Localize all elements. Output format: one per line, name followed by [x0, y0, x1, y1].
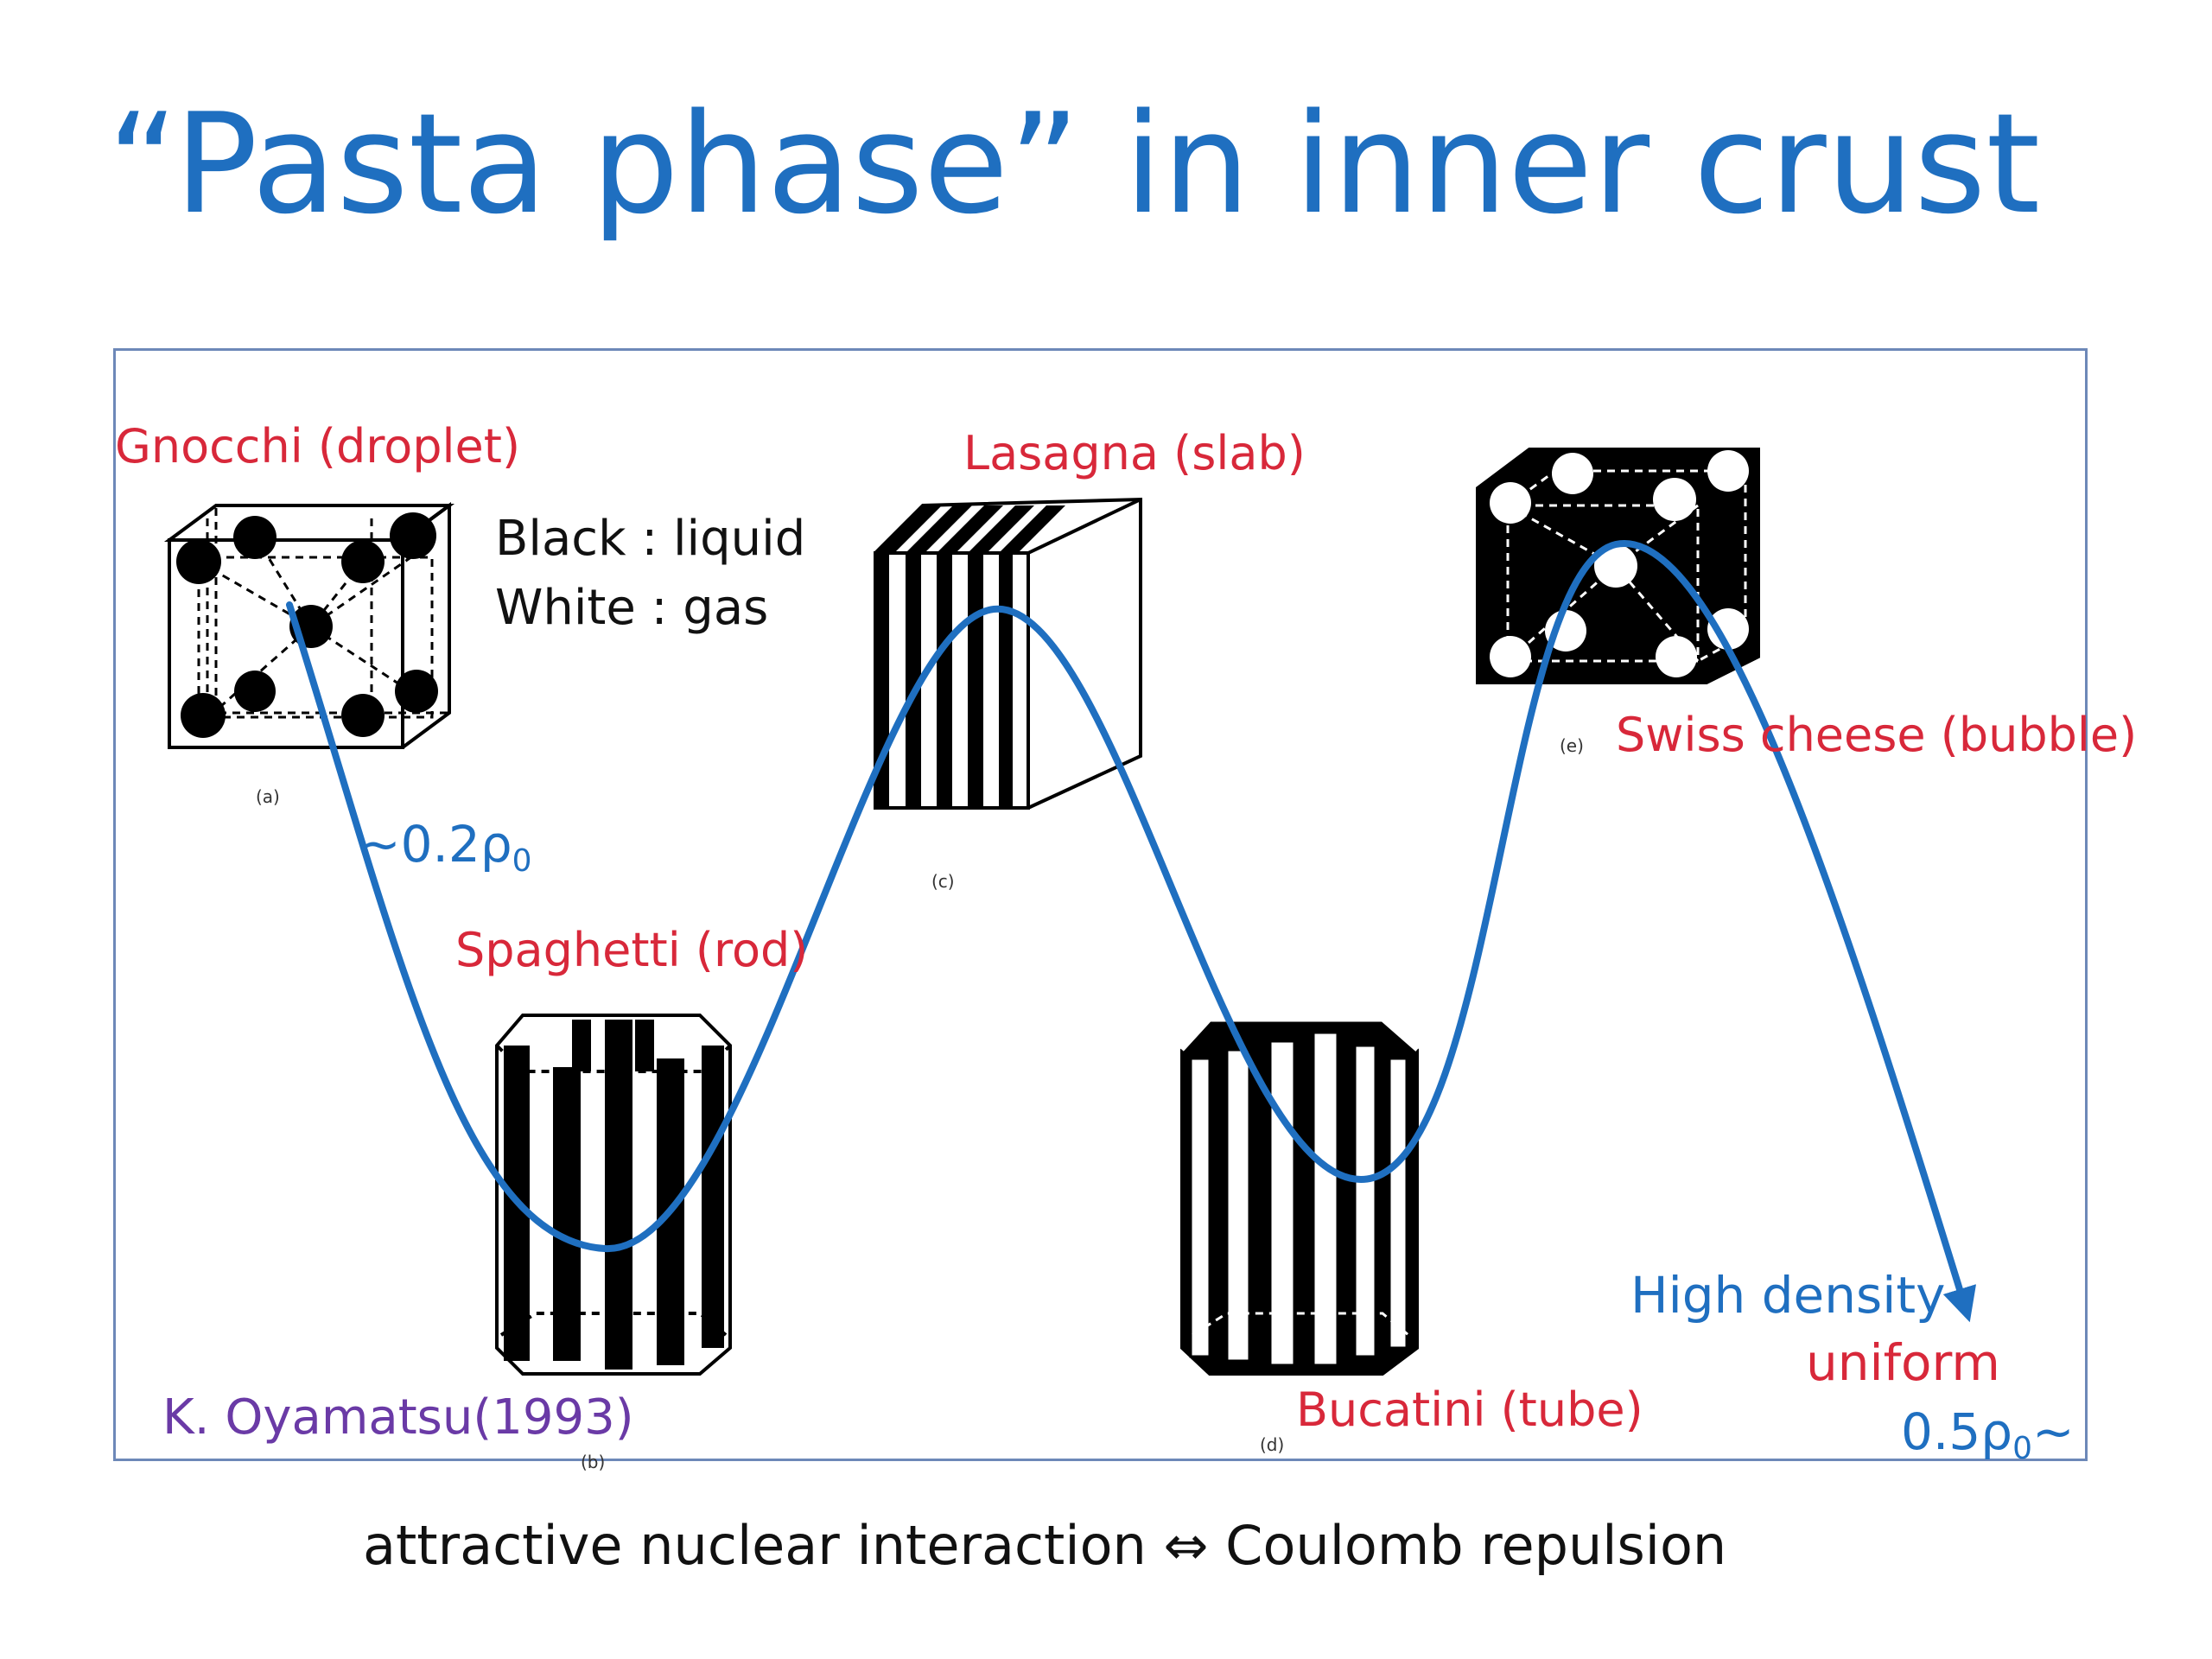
- citation: K. Oyamatsu(1993): [162, 1389, 634, 1446]
- low-density-value: ~0.2ρ: [359, 815, 512, 874]
- lasagna-label: Lasagna (slab): [963, 426, 1306, 480]
- high-density-subscript: 0: [2012, 1430, 2032, 1466]
- high-density-value: 0.5ρ0~: [1901, 1407, 2075, 1464]
- diagram-frame: [113, 348, 2088, 1461]
- gnocchi-label: Gnocchi (droplet): [115, 419, 521, 474]
- density-curve: [286, 540, 1977, 1323]
- bucatini-label: Bucatini (tube): [1296, 1382, 1643, 1437]
- low-density-label: ~0.2ρ0: [359, 819, 532, 876]
- bucatini-illustration: [1180, 1017, 1419, 1376]
- gnocchi-panel-label: (a): [256, 786, 280, 807]
- high-density-value-text: 0.5ρ: [1901, 1402, 2013, 1461]
- low-density-subscript: 0: [512, 842, 532, 879]
- gnocchi-illustration: [163, 502, 455, 749]
- legend-white: White : gas: [495, 579, 769, 636]
- lasagna-panel-label: (c): [931, 871, 955, 892]
- spaghetti-label: Spaghetti (rod): [455, 923, 809, 977]
- legend-black: Black : liquid: [495, 511, 806, 567]
- slide-title: “Pasta phase” in inner crust: [107, 83, 2041, 245]
- spaghetti-illustration: [495, 1014, 732, 1376]
- footer-text: attractive nuclear interaction ⇔ Coulomb…: [363, 1514, 1727, 1577]
- swiss-cheese-panel-label: (e): [1560, 735, 1584, 756]
- swiss-cheese-label: Swiss cheese (bubble): [1616, 708, 2138, 762]
- swiss-cheese-illustration: [1476, 448, 1760, 684]
- high-density-label: High density: [1630, 1266, 1946, 1325]
- spaghetti-panel-label: (b): [581, 1452, 606, 1472]
- high-density-suffix: ~: [2031, 1402, 2075, 1461]
- bucatini-panel-label: (d): [1260, 1434, 1285, 1455]
- legend: Black : liquid White : gas: [495, 505, 805, 642]
- uniform-label: uniform: [1806, 1333, 2000, 1392]
- lasagna-illustration: [874, 497, 1142, 810]
